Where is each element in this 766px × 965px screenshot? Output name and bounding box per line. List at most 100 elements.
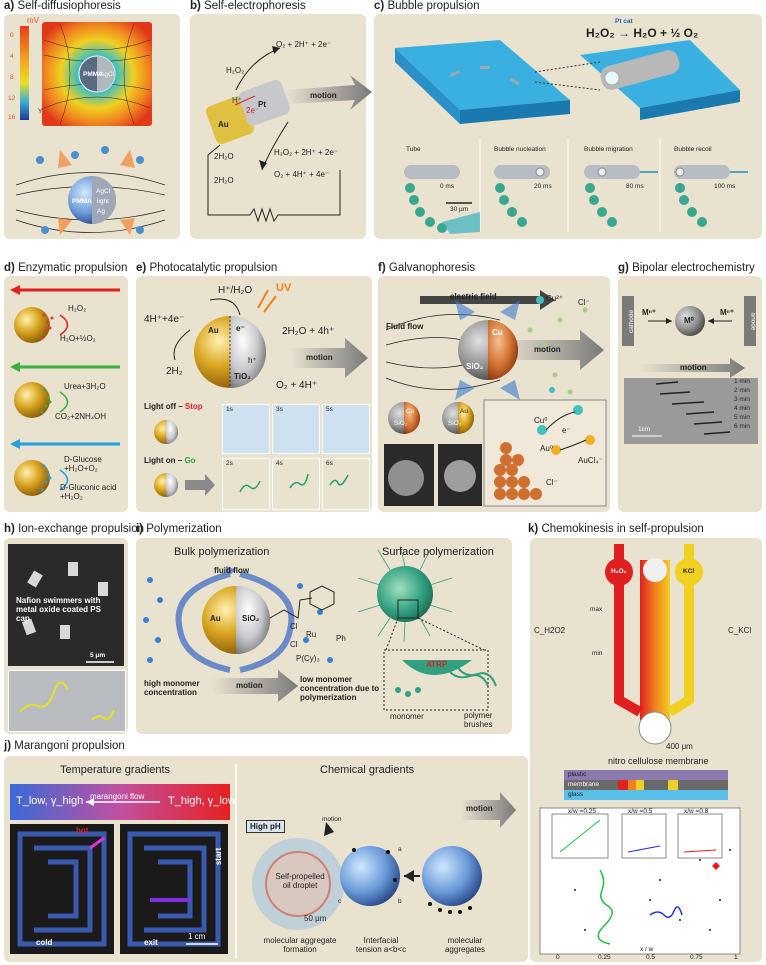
panel-k-max: max xyxy=(590,606,603,613)
panel-f-field: electric field xyxy=(450,292,497,301)
panel-k-inset-2: x/w =0.8 xyxy=(684,808,709,815)
panel-k-layer-0: plastic xyxy=(568,771,587,778)
panel-e-frame-off-2 xyxy=(272,404,320,454)
panel-i-au: Au xyxy=(210,614,221,623)
panel-e xyxy=(136,276,372,512)
panel-e-hplus: h⁺ xyxy=(248,356,257,365)
panel-k-xtick-2: 0.5 xyxy=(646,954,656,961)
panel-d-title: d) Enzymatic propulsion xyxy=(4,262,128,274)
panel-j-motion: motion xyxy=(322,816,342,823)
panel-j-cap3: molecular aggregates xyxy=(444,936,486,954)
panel-k-xtick-0: 0 xyxy=(556,954,560,961)
panel-e-au: Au xyxy=(208,326,219,335)
panel-e-off-t2: 5s xyxy=(326,406,333,413)
panel-k-ch2o2: C_H2O2 xyxy=(534,626,566,635)
panel-f-eminus: e⁻ xyxy=(562,426,571,435)
panel-e-off-t0: 1s xyxy=(226,406,233,413)
panel-g-time-1: 2 min xyxy=(734,387,750,394)
panel-j-flow: marangoni flow xyxy=(90,792,145,801)
panel-b-right-reaction1: H₂O₂ + 2H⁺ + 2e⁻ xyxy=(274,148,339,157)
panel-k-ckcl: C_KCl xyxy=(728,626,752,635)
panel-e-right2: O₂ + 4H⁺ xyxy=(276,380,318,391)
panel-j-cold: cold xyxy=(36,938,53,947)
panel-a-pmma: PMMA xyxy=(83,71,103,78)
panel-h-scale: 5 μm xyxy=(90,652,106,659)
panel-g-time-2: 3 min xyxy=(734,396,750,403)
panel-i-ru: Ru xyxy=(306,630,317,639)
panel-k-xtick-4: 1 xyxy=(734,954,738,961)
panel-g-time-3: 4 min xyxy=(734,405,750,412)
panel-j-thigh: T_high, γ_low xyxy=(168,795,236,807)
panel-i-motion: motion xyxy=(236,681,263,690)
panel-d-r2-in: Urea+3H₂O xyxy=(64,382,106,391)
panel-j-a: a xyxy=(398,846,402,853)
panel-f-au0: Au⁰ xyxy=(540,444,553,453)
panel-i-pcy: P(Cy)₃ xyxy=(296,654,320,663)
panel-b-top-reaction: O₂ + 2H⁺ + 2e⁻ xyxy=(276,40,332,49)
panel-f-title: f) Galvanophoresis xyxy=(378,262,476,274)
panel-d-r1-out: H₂O+½O₂ xyxy=(60,334,96,343)
panel-f-motion: motion xyxy=(534,345,561,354)
panel-g-time-5: 6 min xyxy=(734,423,750,430)
panel-e-right1: 2H₂O + 4h⁺ xyxy=(282,326,335,337)
panel-j-highph: High pH xyxy=(246,820,285,833)
panel-d-r2-out: CO₂+2NH₄OH xyxy=(55,412,107,421)
panel-c-equation: H₂O₂ → H₂O + ½ O₂ xyxy=(586,26,699,40)
panel-b-water1: 2H₂O xyxy=(214,152,234,161)
panel-d-r3-in: D-Glucose +H₂O+O₂ xyxy=(64,455,102,473)
panel-g-time-0: 1 min xyxy=(734,378,750,385)
panel-g-m0: M⁰ xyxy=(684,316,694,325)
panel-k-layer-2: glass xyxy=(568,791,584,798)
panel-j-scale2: 50 μm xyxy=(304,914,327,923)
panel-i-brushes: polymer brushes xyxy=(464,711,493,729)
panel-e-frame-off-3 xyxy=(322,404,370,454)
panel-e-h2: 2H₂ xyxy=(166,366,183,377)
panel-a-light: light xyxy=(97,198,109,205)
panel-g-scale: 1cm xyxy=(638,426,651,433)
panel-c-title: c) Bubble propulsion xyxy=(374,0,480,12)
panel-e-frame-off-1 xyxy=(222,404,270,454)
panel-i-ph: Ph xyxy=(336,634,346,643)
panel-e-frame-on-2 xyxy=(272,458,320,510)
panel-e-on-t1: 4s xyxy=(276,460,283,467)
panel-k-h2o2: H₂O₂ xyxy=(611,568,627,575)
panel-e-eminus: e⁻ xyxy=(236,324,245,333)
panel-e-left: 4H⁺+4e⁻ xyxy=(144,314,185,325)
panel-j-exit: exit xyxy=(144,938,158,947)
panel-e-on-t2: 6s xyxy=(326,460,333,467)
panel-e-light-on: Light on – Go xyxy=(144,456,196,465)
panel-h-title: h) Ion-exchange propulsion xyxy=(4,523,145,535)
panel-j-scale: 1 cm xyxy=(188,932,206,941)
panel-j-chem: Chemical gradients xyxy=(320,764,415,776)
panel-i-cl2: Cl xyxy=(290,640,298,649)
panel-f-cu: Cu xyxy=(492,328,503,337)
panel-k-min: min xyxy=(592,650,603,657)
panel-i-low: low monomer concentration due to polymer… xyxy=(300,675,380,702)
panel-k-kcl: KCl xyxy=(683,568,695,575)
panel-b-motion: motion xyxy=(310,91,337,100)
panel-d-r3-out: D-Gluconic acid +H₂O₂ xyxy=(60,483,117,501)
panel-e-frame-on-3 xyxy=(322,458,370,510)
panel-b-au: Au xyxy=(218,120,229,129)
panel-f-sio2: SiO₂ xyxy=(466,362,484,371)
panel-c-time-2: 80 ms xyxy=(626,183,644,190)
panel-a-tick-4: 16 xyxy=(8,114,16,121)
panel-i-cl1: Cl xyxy=(290,622,298,631)
panel-g-mn-right: Mⁿ⁺ xyxy=(720,308,735,317)
panel-a-agcl: AgCl xyxy=(100,71,115,78)
panel-h-optical xyxy=(8,670,126,732)
panel-f-flow: Fluid flow xyxy=(386,322,424,331)
panel-k-xaxis: x / w xyxy=(640,946,654,953)
panel-a-tick-0: 0 xyxy=(10,32,14,39)
panel-f-cl: Cl⁻ xyxy=(578,298,590,307)
panel-b-hplus: H⁺ xyxy=(232,96,242,105)
panel-k-xtick-1: 0.25 xyxy=(598,954,611,961)
panel-e-motion: motion xyxy=(306,353,333,362)
panel-b-electron: 2e⁻ xyxy=(246,106,260,115)
